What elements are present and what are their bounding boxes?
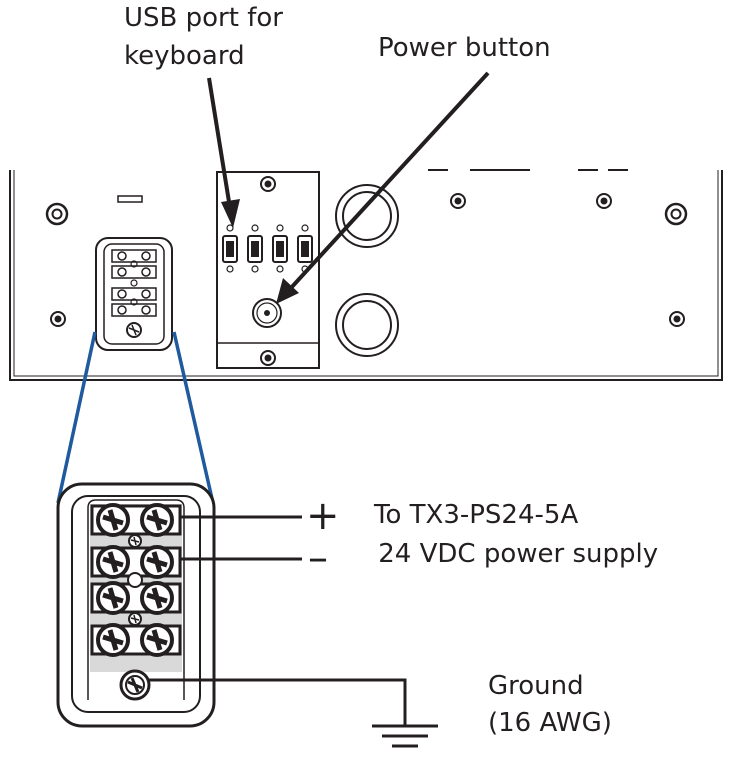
panel-screws bbox=[45, 193, 688, 327]
power-button-label: Power button bbox=[378, 33, 551, 63]
power-arrow bbox=[276, 71, 490, 304]
supply-label-line1: To TX3-PS24-5A bbox=[374, 500, 579, 530]
usb-port-2 bbox=[247, 235, 263, 263]
usb-label-line1: USB port for bbox=[124, 3, 283, 33]
plus-sign: + bbox=[306, 493, 340, 539]
ground-label-line1: Ground bbox=[488, 671, 584, 701]
io-plate bbox=[216, 171, 320, 369]
usb-label-line2: keyboard bbox=[124, 41, 245, 71]
power-button bbox=[252, 298, 282, 328]
supply-label-line2: 24 VDC power supply bbox=[370, 539, 659, 569]
usb-port-1 bbox=[222, 235, 238, 263]
usb-ports bbox=[222, 235, 313, 263]
usb-arrow bbox=[207, 77, 240, 228]
usb-port-3 bbox=[272, 235, 288, 263]
usb-port-4 bbox=[297, 235, 313, 263]
chassis-panel bbox=[9, 169, 723, 381]
ground-symbol bbox=[372, 724, 438, 748]
ground-label-line2: (16 AWG) bbox=[488, 708, 612, 738]
terminal-block-detail bbox=[56, 482, 216, 728]
minus-sign: – bbox=[308, 535, 328, 581]
wires bbox=[149, 515, 407, 725]
callout-lines bbox=[56, 331, 215, 504]
cable-knockouts bbox=[335, 184, 399, 357]
panel-terminal-block bbox=[95, 237, 173, 351]
